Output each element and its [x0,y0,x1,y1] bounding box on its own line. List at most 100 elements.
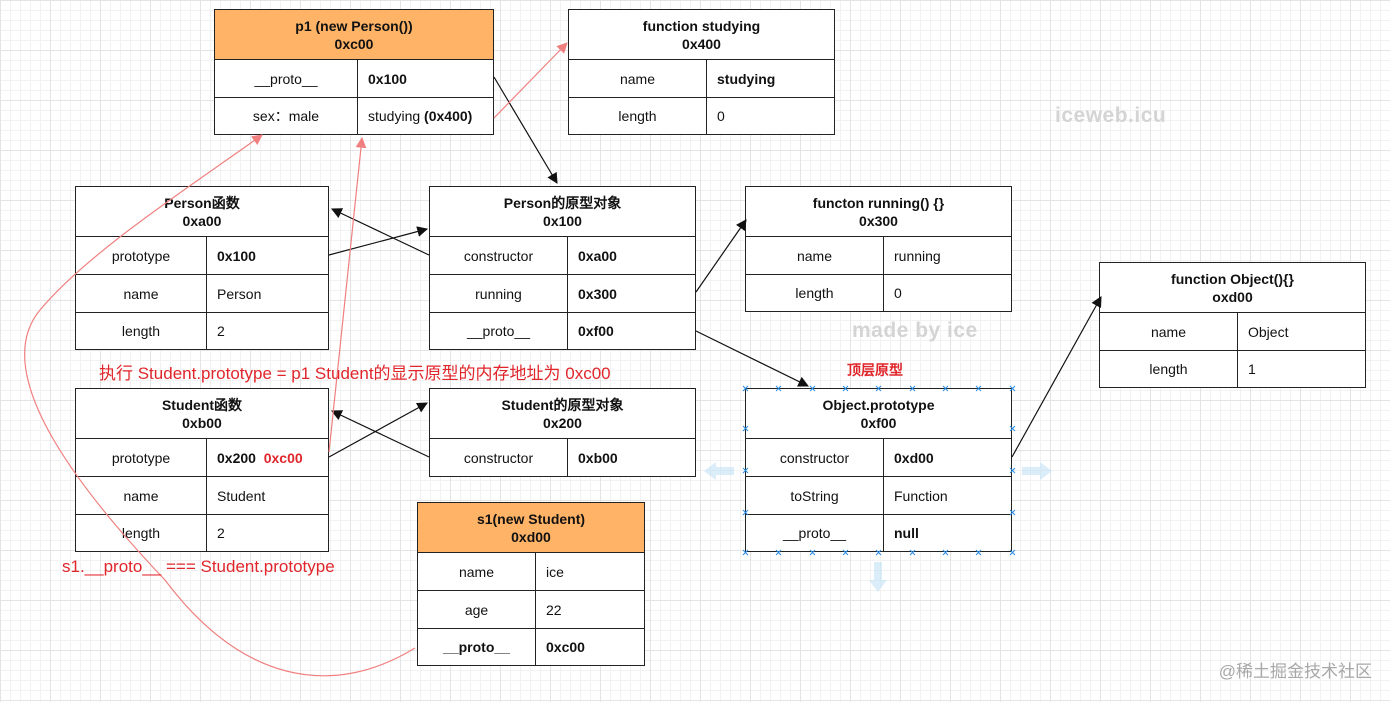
person-fn-value: 2 [217,323,225,339]
object-fn-address: oxd00 [1212,288,1253,305]
p1-row-sex: sex：male studying (0x400) [215,98,493,134]
selection-handle[interactable] [1009,425,1016,432]
selection-handle[interactable] [909,549,916,556]
arrow-student-constructor [331,410,430,458]
selection-handle[interactable] [942,385,949,392]
studying-row-name: name studying [569,60,834,98]
person-function-box[interactable]: Person函数 0xa00 prototype 0x100 name Pers… [75,186,329,350]
selection-handle[interactable] [742,385,749,392]
student-fn-header: Student函数 0xb00 [76,389,328,439]
selection-handle[interactable] [742,425,749,432]
student-fn-value: 0x200 0xc00 [207,439,328,476]
studying-header: function studying 0x400 [569,10,834,60]
studying-value: studying [717,70,776,87]
connect-hint-arrow-down-icon[interactable] [867,560,889,594]
running-key: name [746,237,884,274]
selection-handle[interactable] [875,549,882,556]
object-proto-value: Function [894,487,948,504]
object-fn-value: 1 [1248,361,1256,377]
selection-handle[interactable] [942,549,949,556]
connect-hint-arrow-left-icon[interactable] [702,460,736,482]
p1-studying-label: studying [368,108,421,124]
selection-handle[interactable] [809,549,816,556]
selection-handle[interactable] [809,385,816,392]
running-value: 0 [894,285,902,301]
studying-title: function studying [642,17,761,34]
student-prototype-old: 0x200 [217,449,256,466]
connect-hint-arrow-right-icon[interactable] [1020,460,1054,482]
s1-title: s1(new Student) [476,510,586,527]
student-fn-address: 0xb00 [182,414,222,431]
p1-header: p1 (new Person()) 0xc00 [215,10,493,60]
studying-row-length: length 0 [569,98,834,134]
selection-handle[interactable] [1009,549,1016,556]
arrow-object-constructor [1011,296,1102,458]
object-fn-value: Object [1248,323,1289,340]
person-proto-title: Person的原型对象 [503,194,622,211]
selection-handle[interactable] [975,385,982,392]
student-proto-key: constructor [430,439,568,476]
student-proto-value: 0xb00 [578,449,618,466]
person-prototype-box[interactable]: Person的原型对象 0x100 constructor 0xa00 runn… [429,186,696,350]
p1-value: studying (0x400) [358,98,493,134]
p1-row-proto: __proto__ 0x100 [215,60,493,98]
selection-handle[interactable] [742,549,749,556]
studying-value: 0 [717,108,725,124]
s1-row: name ice [418,553,644,591]
selection-handle[interactable] [1009,509,1016,516]
object-fn-key: length [1100,351,1238,387]
studying-function-box[interactable]: function studying 0x400 name studying le… [568,9,835,135]
assign-annotation: 执行 Student.prototype = p1 Student的显示原型的内… [99,364,611,383]
object-proto-row: __proto__ null [746,515,1011,551]
selection-handle[interactable] [742,509,749,516]
running-address: 0x300 [859,212,898,229]
p1-studying-address: (0x400) [424,108,473,124]
selection-handle[interactable] [909,385,916,392]
person-proto-key: running [430,275,568,312]
student-proto-address: 0x200 [543,414,582,431]
selection-handle[interactable] [842,385,849,392]
student-fn-key: name [76,477,207,514]
selection-handle[interactable] [775,385,782,392]
selection-handle[interactable] [1009,385,1016,392]
selection-handle[interactable] [742,467,749,474]
s1-row: __proto__ 0xc00 [418,629,644,665]
student-prototype-box[interactable]: Student的原型对象 0x200 constructor 0xb00 [429,388,696,477]
student-function-box[interactable]: Student函数 0xb00 prototype 0x200 0xc00 na… [75,388,329,552]
object-function-box[interactable]: function Object(){} oxd00 name Object le… [1099,262,1366,388]
selection-handle[interactable] [775,549,782,556]
selection-handle[interactable] [1009,467,1016,474]
person-fn-address: 0xa00 [182,212,222,229]
s1-row: age 22 [418,591,644,629]
person-fn-header: Person函数 0xa00 [76,187,328,237]
student-fn-value: Student [217,487,266,504]
p1-object-box[interactable]: p1 (new Person()) 0xc00 __proto__ 0x100 … [214,9,494,135]
arrow-student-prototype [328,402,428,458]
running-function-box[interactable]: functon running() {} 0x300 name running … [745,186,1012,312]
object-proto-title: Object.prototype [822,396,935,413]
student-fn-value: 2 [217,525,225,541]
person-proto-value: 0xa00 [578,247,617,264]
selection-handle[interactable] [842,549,849,556]
person-fn-value: Person [217,285,262,302]
arrow-running [695,219,747,293]
selection-handle[interactable] [875,385,882,392]
person-fn-key: prototype [76,237,207,274]
running-row: length 0 [746,275,1011,311]
s1-object-box[interactable]: s1(new Student) 0xd00 name ice age 22 __… [417,502,645,666]
arrow-p1-studying [493,42,568,119]
object-proto-key: toString [746,477,884,514]
p1-key: __proto__ [215,60,358,97]
person-fn-row: name Person [76,275,328,313]
object-proto-value: 0xd00 [894,449,934,466]
object-prototype-box[interactable]: Object.prototype 0xf00 constructor 0xd00… [745,388,1012,552]
person-proto-row: running 0x300 [430,275,695,313]
person-proto-header: Person的原型对象 0x100 [430,187,695,237]
arrow-person-proto-to-object-proto [695,330,809,387]
p1-key: sex：male [215,98,358,134]
selection-handle[interactable] [975,549,982,556]
student-fn-title: Student函数 [161,396,243,413]
top-prototype-label: 顶层原型 [847,362,903,378]
object-fn-key: name [1100,313,1238,350]
person-fn-key: length [76,313,207,349]
